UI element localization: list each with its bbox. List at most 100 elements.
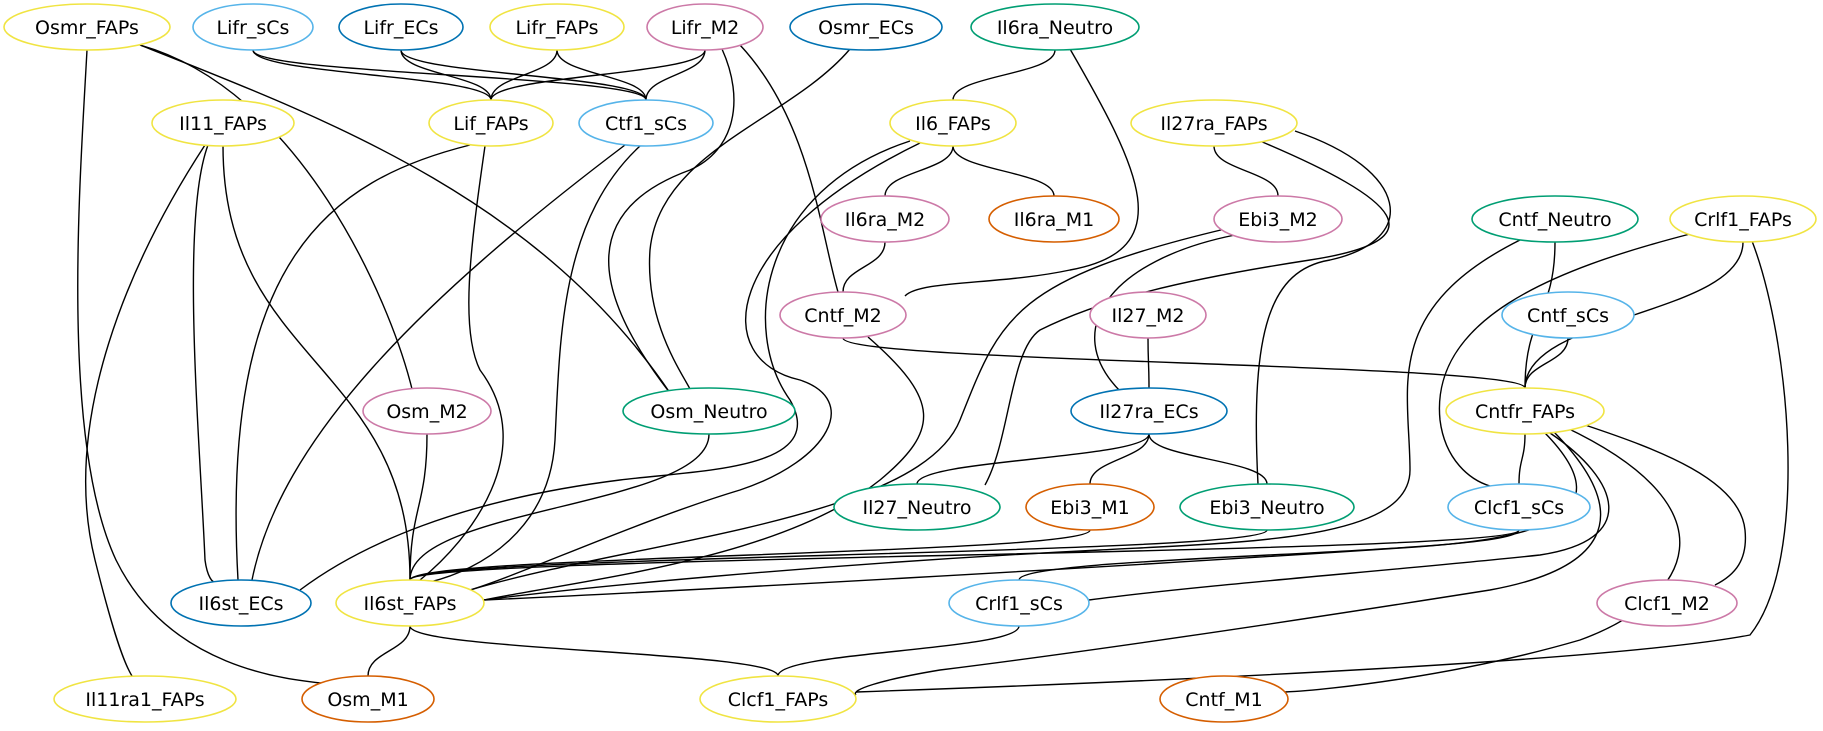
node-ctf1-scs[interactable]: Ctf1_sCs (578, 99, 714, 147)
node-label: Il6st_ECs (199, 593, 284, 615)
node-lif-faps[interactable]: Lif_FAPs (428, 99, 554, 147)
node-ellipse (988, 195, 1120, 243)
node-osm-m1[interactable]: Osm_M1 (301, 675, 435, 723)
node-crlf1-scs[interactable]: Crlf1_sCs (948, 579, 1090, 627)
edge-il6ra-m2-to-cntf-m2 (842, 241, 886, 293)
node-ebi3-neutro[interactable]: Ebi3_Neutro (1179, 483, 1355, 531)
node-il27ra-ecs[interactable]: Il27ra_ECs (1070, 387, 1228, 435)
node-label: Osmr_FAPs (35, 17, 139, 39)
edge-il6-faps-to-il6ra-m1 (952, 145, 1055, 197)
edge-cntf-neutro-to-il6st-faps (483, 239, 1521, 601)
node-label: Il11ra1_FAPs (85, 689, 204, 711)
node-label: Ebi3_M2 (1238, 209, 1317, 231)
edge-il27ra-ecs-to-ebi3-neutro (1148, 433, 1268, 485)
node-label: Ctf1_sCs (605, 113, 687, 135)
node-ellipse (170, 579, 312, 627)
node-il27-neutro[interactable]: Il27_Neutro (833, 483, 1001, 531)
node-cntf-m1[interactable]: Cntf_M1 (1159, 675, 1289, 723)
node-label: Il27_Neutro (863, 497, 972, 519)
node-osm-m2[interactable]: Osm_M2 (362, 387, 492, 435)
node-label: Cntfr_FAPs (1475, 401, 1575, 423)
node-il6ra-m2[interactable]: Il6ra_M2 (820, 195, 950, 243)
edge-layer (77, 44, 1789, 696)
edge-il6st-faps-to-osm-m1 (367, 625, 411, 677)
edge-osmr-faps-to-osm-m2 (139, 44, 413, 390)
node-ellipse (889, 99, 1017, 147)
node-label: Cntf_Neutro (1498, 209, 1611, 231)
node-clcf1-faps[interactable]: Clcf1_FAPs (699, 675, 857, 723)
node-ellipse (1025, 483, 1155, 531)
edge-lifr-faps-to-lif-faps (490, 49, 558, 101)
node-osm-neutro[interactable]: Osm_Neutro (622, 387, 796, 435)
node-ebi3-m2[interactable]: Ebi3_M2 (1213, 195, 1343, 243)
node-ebi3-m1[interactable]: Ebi3_M1 (1025, 483, 1155, 531)
node-cntf-neutro[interactable]: Cntf_Neutro (1471, 195, 1639, 243)
node-label: Lifr_sCs (217, 17, 290, 39)
node-lifr-m2[interactable]: Lifr_M2 (646, 3, 764, 51)
node-ellipse (833, 483, 1001, 531)
node-ellipse (192, 3, 314, 51)
node-label: Lif_FAPs (453, 113, 528, 135)
node-cntf-scs[interactable]: Cntf_sCs (1501, 291, 1635, 339)
node-ellipse (151, 99, 295, 147)
edge-ctf1-scs-to-il6st-ecs (251, 144, 626, 581)
edge-osm-m2-to-il6st-faps (409, 433, 428, 581)
node-label: Il6ra_M2 (845, 209, 925, 231)
node-crlf1-faps[interactable]: Crlf1_FAPs (1669, 195, 1817, 243)
node-il11ra1-faps[interactable]: Il11ra1_FAPs (53, 675, 237, 723)
node-label: Lifr_M2 (671, 17, 739, 39)
node-ellipse (1669, 195, 1817, 243)
node-clcf1-scs[interactable]: Clcf1_sCs (1447, 483, 1591, 531)
node-ellipse (1445, 387, 1605, 435)
edge-il27ra-faps-to-ebi3-neutro (1255, 130, 1391, 485)
node-ellipse (789, 3, 943, 51)
node-ellipse (646, 3, 764, 51)
edge-clcf1-scs-to-crlf1-scs (1018, 529, 1520, 581)
edge-il11-faps-to-il6st-faps (222, 145, 411, 581)
node-label: Il27ra_FAPs (1160, 113, 1267, 135)
node-label: Cntf_M1 (1185, 689, 1262, 711)
node-label: Il6st_FAPs (363, 593, 456, 615)
node-lifr-scs[interactable]: Lifr_sCs (192, 3, 314, 51)
node-ellipse (1089, 291, 1207, 339)
node-cntf-m2[interactable]: Cntf_M2 (779, 291, 907, 339)
node-ellipse (578, 99, 714, 147)
edge-cntfr-faps-to-crlf1-scs (1088, 432, 1610, 601)
node-il27ra-faps[interactable]: Il27ra_FAPs (1130, 99, 1298, 147)
node-label: Osmr_ECs (818, 17, 914, 39)
node-ellipse (1447, 483, 1591, 531)
node-il11-faps[interactable]: Il11_FAPs (151, 99, 295, 147)
node-cntfr-faps[interactable]: Cntfr_FAPs (1445, 387, 1605, 435)
node-lifr-faps[interactable]: Lifr_FAPs (489, 3, 625, 51)
edge-il27ra-ecs-to-ebi3-m1 (1089, 433, 1150, 485)
node-osmr-faps[interactable]: Osmr_FAPs (3, 3, 171, 51)
node-il6st-faps[interactable]: Il6st_FAPs (335, 579, 485, 627)
node-ellipse (1596, 579, 1738, 627)
node-lifr-ecs[interactable]: Lifr_ECs (338, 3, 464, 51)
node-osmr-ecs[interactable]: Osmr_ECs (789, 3, 943, 51)
edge-il27ra-faps-to-ebi3-m2 (1213, 145, 1279, 197)
edge-il6st-faps-to-clcf1-faps (409, 625, 779, 677)
node-il6-faps[interactable]: Il6_FAPs (889, 99, 1017, 147)
node-label: Lifr_FAPs (515, 17, 598, 39)
edge-il6-faps-to-il6st-faps (469, 142, 921, 591)
edge-il27-m2-to-il27ra-ecs (1147, 337, 1150, 389)
edge-osmr-faps-to-osm-neutro (139, 44, 671, 394)
edge-lifr-m2-to-cntf-m2 (739, 44, 839, 293)
edge-il11-faps-to-il6st-ecs (192, 144, 219, 584)
edge-cntfr-faps-to-clcf1-scs (1518, 433, 1526, 485)
node-il27-m2[interactable]: Il27_M2 (1089, 291, 1207, 339)
node-ellipse (622, 387, 796, 435)
edge-il6ra-neutro-to-il6-faps (952, 49, 1056, 101)
node-clcf1-m2[interactable]: Clcf1_M2 (1596, 579, 1738, 627)
node-il6ra-neutro[interactable]: Il6ra_Neutro (970, 3, 1140, 51)
node-il6ra-m1[interactable]: Il6ra_M1 (988, 195, 1120, 243)
node-label: Cntf_M2 (804, 305, 881, 327)
node-ellipse (53, 675, 237, 723)
node-ellipse (3, 3, 171, 51)
node-label: Clcf1_FAPs (728, 689, 828, 711)
node-il6st-ecs[interactable]: Il6st_ECs (170, 579, 312, 627)
edge-ebi3-m2-to-il6st-faps (469, 228, 1226, 591)
edge-clcf1-scs-to-il6st-faps (409, 529, 1520, 581)
edge-lifr-scs-to-ctf1-scs (252, 49, 647, 101)
